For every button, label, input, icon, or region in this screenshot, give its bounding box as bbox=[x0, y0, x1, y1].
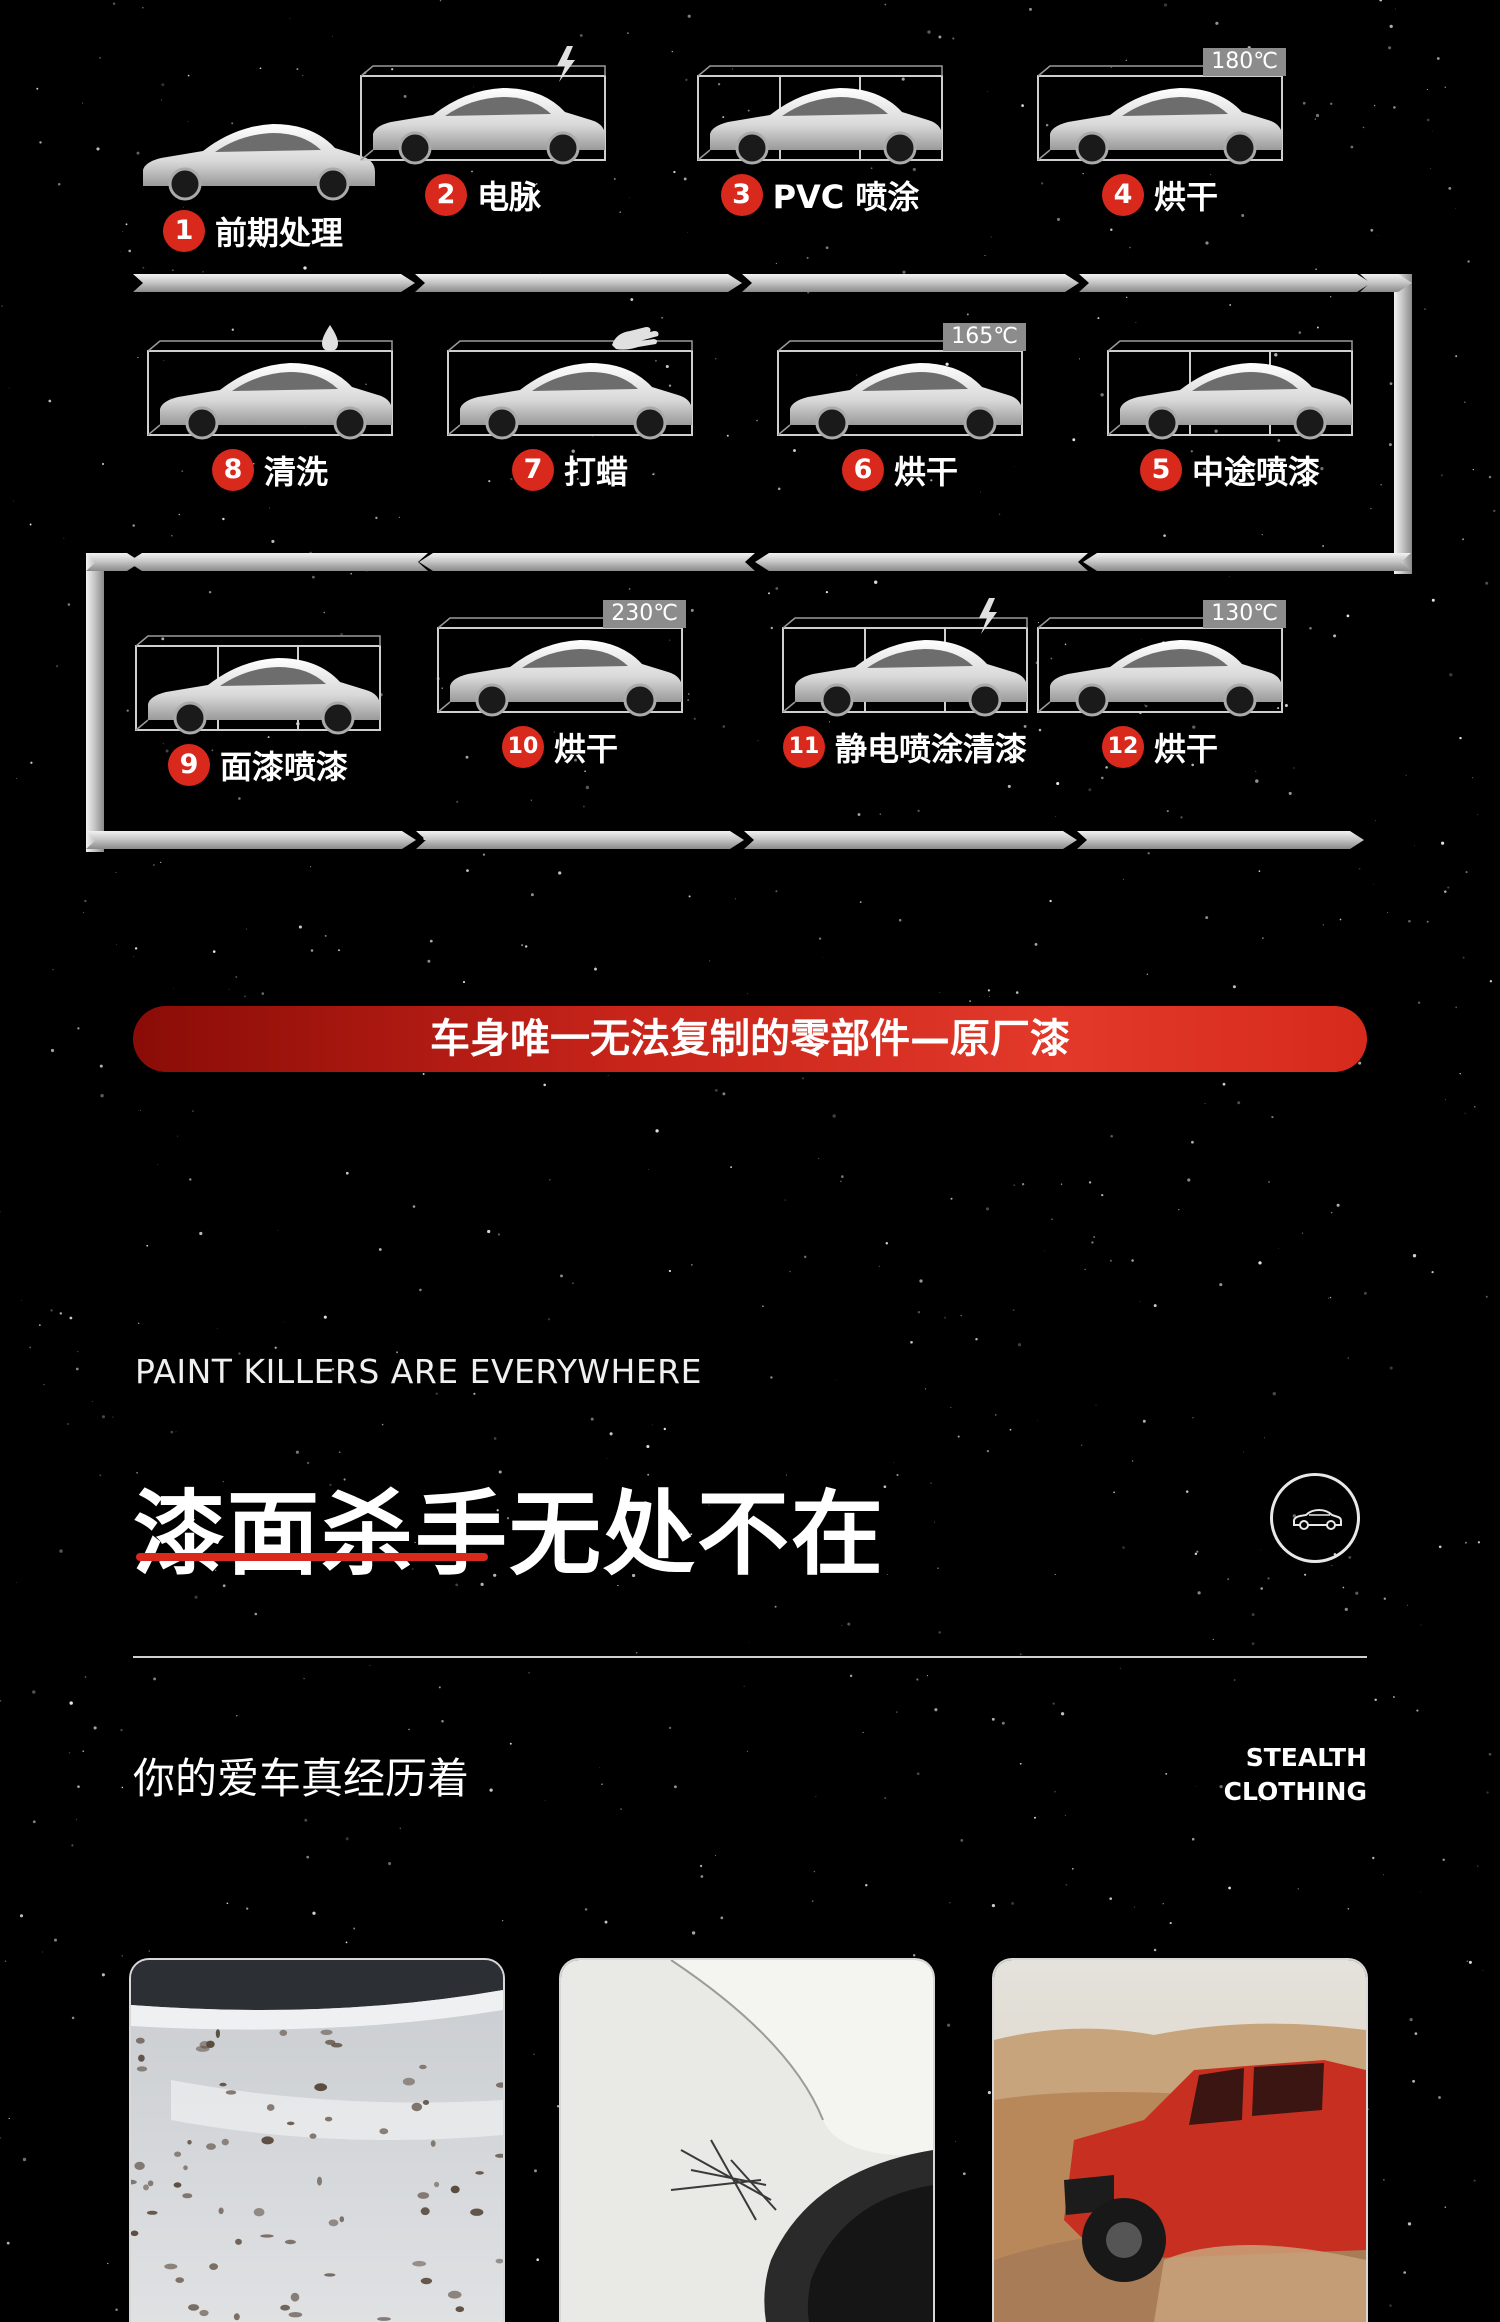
car-icon bbox=[437, 617, 683, 717]
arrow-bar-vertical bbox=[1394, 274, 1412, 574]
step-number-badge: 10 bbox=[501, 726, 544, 768]
car-icon bbox=[697, 65, 943, 165]
step-name: 打蜡 bbox=[563, 453, 628, 491]
step-number-badge: 4 bbox=[1101, 174, 1144, 216]
hand-icon bbox=[612, 327, 659, 350]
step-number-badge: 11 bbox=[782, 726, 825, 768]
step-name: 烘干 bbox=[553, 730, 618, 768]
temperature-badge: 230℃ bbox=[603, 600, 686, 628]
step-name: 电脉 bbox=[476, 178, 541, 216]
step-name: 静电喷涂清漆 bbox=[834, 730, 1027, 768]
arrow-bar bbox=[1083, 553, 1411, 571]
step-number-badge: 8 bbox=[211, 449, 254, 491]
lightning-icon bbox=[557, 46, 575, 82]
step-number-badge: 3 bbox=[720, 174, 763, 216]
brand-line: STEALTH bbox=[1245, 1743, 1367, 1772]
arrow-bar bbox=[1079, 274, 1371, 292]
step-number-badge: 9 bbox=[167, 744, 210, 786]
step-number-badge: 1 bbox=[162, 210, 205, 252]
step-name: 前期处理 bbox=[214, 214, 343, 252]
arrow-bar bbox=[86, 553, 141, 571]
arrow-bar bbox=[415, 274, 742, 292]
arrow-bar bbox=[133, 274, 415, 292]
car-icon bbox=[1270, 1473, 1360, 1563]
step-name: 面漆喷漆 bbox=[219, 748, 348, 786]
temperature-badge: 180℃ bbox=[1203, 48, 1286, 76]
step-number-badge: 6 bbox=[841, 449, 884, 491]
step-number-badge: 12 bbox=[1101, 726, 1144, 768]
section-title: 漆面杀手无处不在 bbox=[133, 1481, 886, 1588]
step-name: 清洗 bbox=[263, 453, 328, 491]
car-icon bbox=[1037, 65, 1283, 165]
step-number-badge: 2 bbox=[424, 174, 467, 216]
arrow-bar bbox=[86, 831, 416, 849]
arrow-bar bbox=[755, 553, 1088, 571]
bird-droppings-photo bbox=[131, 1960, 503, 2322]
step-number-badge: 7 bbox=[511, 449, 554, 491]
car-icon bbox=[135, 635, 381, 735]
step-name: 烘干 bbox=[1153, 178, 1218, 216]
lightning-icon bbox=[979, 598, 997, 634]
car-icon bbox=[1107, 340, 1353, 440]
section-divider bbox=[133, 1656, 1367, 1658]
arrow-bar bbox=[419, 553, 755, 571]
step-name: 烘干 bbox=[893, 453, 958, 491]
title-underline bbox=[136, 1553, 488, 1561]
car-icon bbox=[447, 327, 693, 440]
car-icon bbox=[777, 340, 1023, 440]
car-icon bbox=[143, 124, 375, 201]
temperature-badge: 165℃ bbox=[943, 323, 1026, 351]
step-name: 烘干 bbox=[1153, 730, 1218, 768]
arrow-bar bbox=[742, 274, 1079, 292]
arrow-bar bbox=[1077, 831, 1364, 849]
arrow-bar-vertical bbox=[86, 553, 104, 852]
brand-line: CLOTHING bbox=[1223, 1777, 1367, 1806]
arrow-bar bbox=[128, 553, 428, 571]
arrow-bar bbox=[744, 831, 1077, 849]
car-icon bbox=[360, 46, 606, 165]
temperature-badge: 130℃ bbox=[1203, 600, 1286, 628]
section-subtitle: 你的爱车真经历着 bbox=[133, 1754, 470, 1803]
car-icon bbox=[782, 598, 1028, 717]
brand-mark: STEALTH CLOTHING bbox=[1224, 1741, 1367, 1809]
section-eyebrow: PAINT KILLERS ARE EVERYWHERE bbox=[135, 1352, 702, 1391]
step-number-badge: 5 bbox=[1139, 449, 1182, 491]
arrow-bar bbox=[416, 831, 744, 849]
original-paint-banner: 车身唯一无法复制的零部件—原厂漆 bbox=[133, 1006, 1367, 1072]
arrow-bar bbox=[1360, 274, 1412, 292]
offroad-truck-photo bbox=[994, 1960, 1366, 2322]
step-name: PVC 喷涂 bbox=[772, 178, 920, 216]
step-name: 中途喷漆 bbox=[1191, 453, 1320, 491]
scratch-photo bbox=[561, 1960, 933, 2322]
water-drop-icon bbox=[322, 325, 338, 351]
car-icon bbox=[147, 325, 393, 440]
car-icon bbox=[1037, 617, 1283, 717]
